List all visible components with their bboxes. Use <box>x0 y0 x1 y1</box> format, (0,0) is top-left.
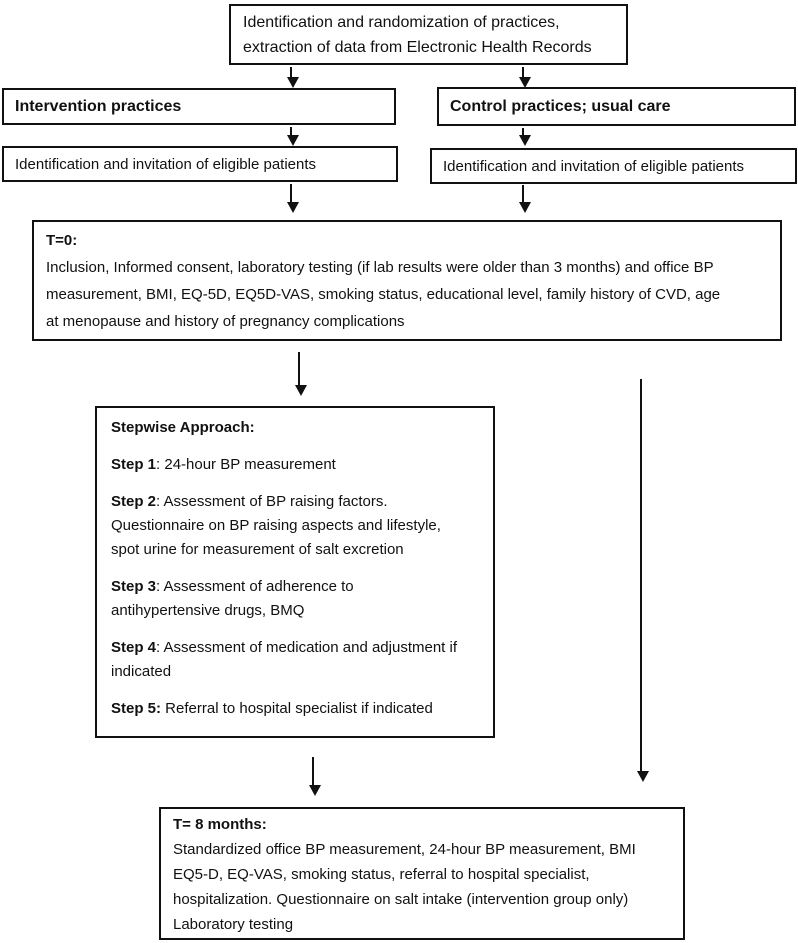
step-4: Step 4: Assessment of medication and adj… <box>111 636 479 684</box>
box-t0-heading: T=0: <box>46 232 78 249</box>
box-t0-body: Inclusion, Informed consent, laboratory … <box>46 259 721 330</box>
step-1-text: : 24-hour BP measurement <box>156 456 336 473</box>
arrow-control-to-invite <box>519 128 531 146</box>
step-5-text: Referral to hospital specialist if indic… <box>161 700 433 717</box>
step-4-label: Step 4 <box>111 639 157 656</box>
box-randomization-text: Identification and randomization of prac… <box>243 14 592 56</box>
step-3-text: : Assessment of adherence to antihyperte… <box>111 578 354 619</box>
box-intervention-practices: Intervention practices <box>2 88 396 125</box>
box-invite-intervention-label: Identification and invitation of eligibl… <box>15 155 317 173</box>
box-t8-months: T= 8 months: Standardized office BP meas… <box>159 807 685 940</box>
box-invite-control-label: Identification and invitation of eligibl… <box>443 157 745 175</box>
arrow-control-path-to-t8 <box>637 379 649 782</box>
step-2: Step 2: Assessment of BP raising factors… <box>111 490 479 562</box>
box-t0: T=0: Inclusion, Informed consent, labora… <box>32 220 782 341</box>
arrow-invite-left-to-t0 <box>287 184 299 213</box>
box-stepwise-approach: Stepwise Approach: Step 1: 24-hour BP me… <box>95 406 495 738</box>
step-1: Step 1: 24-hour BP measurement <box>111 453 479 477</box>
box-t8-body: Standardized office BP measurement, 24-h… <box>173 841 636 933</box>
arrow-t0-to-stepwise <box>295 352 307 396</box>
step-3-label: Step 3 <box>111 578 157 595</box>
box-invite-control: Identification and invitation of eligibl… <box>430 148 797 184</box>
box-control-practices-label: Control practices; usual care <box>450 97 671 115</box>
step-3: Step 3: Assessment of adherence to antih… <box>111 575 479 623</box>
box-invite-intervention: Identification and invitation of eligibl… <box>2 146 398 182</box>
box-intervention-practices-label: Intervention practices <box>15 97 182 115</box>
arrow-stepwise-to-t8 <box>309 757 321 796</box>
arrow-intervention-to-invite <box>287 127 299 146</box>
box-stepwise-heading: Stepwise Approach: <box>111 419 255 436</box>
box-t8-heading: T= 8 months: <box>173 816 267 833</box>
step-5: Step 5: Referral to hospital specialist … <box>111 697 479 721</box>
step-1-label: Step 1 <box>111 456 157 473</box>
arrow-top-to-intervention <box>287 67 299 88</box>
box-randomization: Identification and randomization of prac… <box>229 4 628 65</box>
step-2-label: Step 2 <box>111 493 157 510</box>
arrow-top-to-control <box>519 67 531 88</box>
box-control-practices: Control practices; usual care <box>437 87 796 126</box>
step-2-text: : Assessment of BP raising factors. Ques… <box>111 493 441 558</box>
arrow-invite-right-to-t0 <box>519 185 531 213</box>
step-4-text: : Assessment of medication and adjustmen… <box>111 639 458 680</box>
step-5-label: Step 5: <box>111 700 162 717</box>
